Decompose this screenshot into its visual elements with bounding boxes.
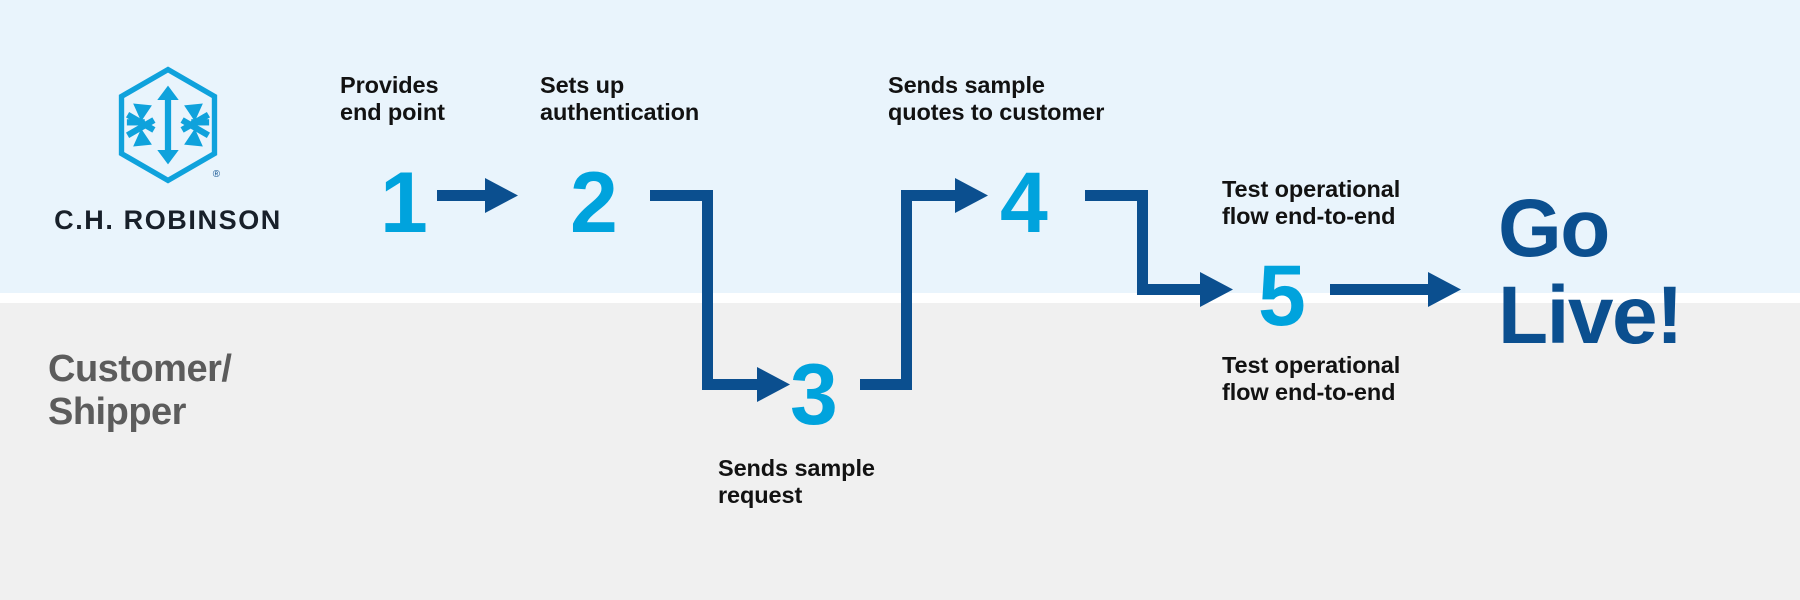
lane-band-ch-robinson bbox=[0, 0, 1800, 293]
arrow-5-to-golive bbox=[1330, 272, 1461, 307]
caption-step-3: Sends sample request bbox=[718, 455, 875, 508]
lane-label-customer-shipper: Customer/ Shipper bbox=[48, 348, 232, 433]
step-number-2: 2 bbox=[570, 155, 618, 251]
caption-step-5-below: Test operational flow end-to-end bbox=[1222, 352, 1401, 405]
go-live-label: Go Live! bbox=[1498, 183, 1683, 361]
caption-step-5-above: Test operational flow end-to-end bbox=[1222, 176, 1401, 229]
caption-step-4: Sends sample quotes to customer bbox=[888, 72, 1105, 125]
arrow-3-to-4 bbox=[860, 178, 988, 390]
brand-wordmark: C.H. ROBINSON bbox=[54, 205, 282, 235]
caption-step-1: Provides end point bbox=[340, 72, 445, 125]
lane-band-customer bbox=[0, 303, 1800, 600]
svg-text:®: ® bbox=[213, 169, 221, 180]
arrow-4-to-5 bbox=[1085, 190, 1233, 307]
step-number-5: 5 bbox=[1258, 248, 1306, 344]
step-number-1: 1 bbox=[380, 155, 428, 251]
ch-robinson-hexagon-logo: ® bbox=[114, 66, 222, 184]
brand-logo: ® C.H. ROBINSON bbox=[48, 66, 288, 236]
arrow-1-to-2 bbox=[437, 178, 518, 213]
step-number-4: 4 bbox=[1000, 155, 1048, 251]
arrow-2-to-3 bbox=[650, 190, 790, 402]
caption-step-2: Sets up authentication bbox=[540, 72, 700, 125]
step-number-3: 3 bbox=[790, 347, 838, 443]
